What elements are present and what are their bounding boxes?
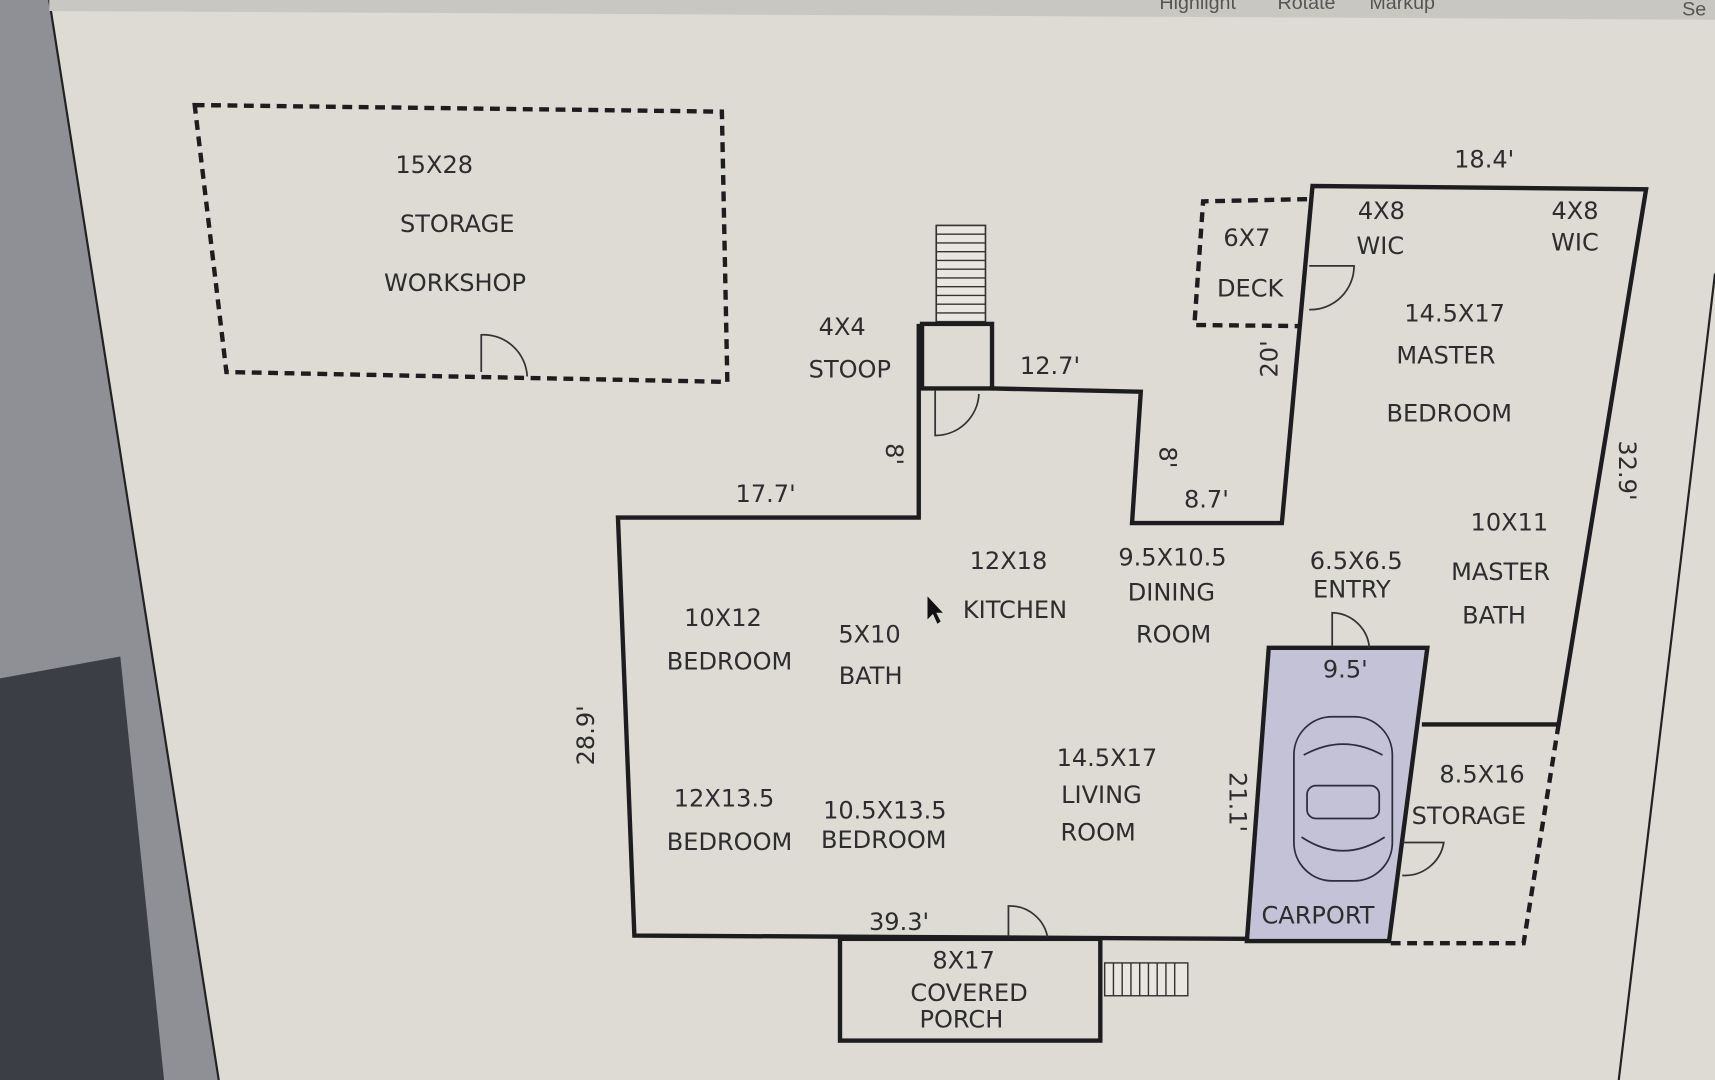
dim-18-4: 18.4' <box>1454 145 1514 173</box>
dim-17-7: 17.7' <box>736 480 796 508</box>
porch-outline <box>837 936 1103 1043</box>
stoop-size: 4X4 <box>819 313 866 341</box>
toolbar-rotate[interactable]: Rotate <box>1278 0 1336 14</box>
toolbar-highlight[interactable]: Highlight <box>1159 0 1236 14</box>
dining-name: DINING <box>1128 579 1215 607</box>
stoop-name: STOOP <box>809 356 891 384</box>
living-name2: ROOM <box>1060 818 1135 846</box>
mouse-cursor-icon <box>927 596 943 624</box>
page-edge-right <box>1617 273 1715 1080</box>
bedroom1-size: 10X12 <box>684 604 762 632</box>
kitchen-name: KITCHEN <box>963 596 1067 624</box>
carport-length: 21.1' <box>1223 772 1251 832</box>
deck-size: 6X7 <box>1223 224 1270 252</box>
porch-name: COVERED <box>910 979 1027 1007</box>
door-icon <box>934 390 980 437</box>
dim-20: 20' <box>1256 340 1284 377</box>
living-size: 14.5X17 <box>1057 744 1158 772</box>
bath-size: 5X10 <box>838 620 900 648</box>
dim-12-7: 12.7' <box>1020 352 1080 380</box>
dim-28-9: 28.9' <box>572 705 600 765</box>
carport-name: CARPORT <box>1261 902 1374 930</box>
master-bath-size: 10X11 <box>1471 509 1549 537</box>
page-edge-left <box>48 0 220 1080</box>
kitchen-size: 12X18 <box>970 547 1048 575</box>
living-name: LIVING <box>1061 781 1142 809</box>
carport-width: 9.5' <box>1323 655 1368 683</box>
entry-size: 6.5X6.5 <box>1310 547 1403 575</box>
master-bath-name2: BATH <box>1462 602 1526 630</box>
bedroom3-size: 10.5X13.5 <box>823 796 947 824</box>
car-icon <box>1293 715 1394 882</box>
workshop-outline <box>192 102 730 385</box>
deck-outline <box>1192 196 1308 329</box>
dim-8b: 8' <box>1153 446 1181 468</box>
workshop-name: STORAGE <box>400 210 514 238</box>
master-bedroom-name2: BEDROOM <box>1386 399 1512 427</box>
toolbar-markup[interactable]: Markup <box>1369 0 1435 14</box>
master-bedroom-size: 14.5X17 <box>1404 300 1505 328</box>
master-bath-name: MASTER <box>1451 558 1550 586</box>
storage-size: 8.5X16 <box>1439 760 1524 788</box>
dim-8a: 8' <box>880 443 908 465</box>
porch-size: 8X17 <box>932 946 994 974</box>
door-icon <box>480 333 529 377</box>
dining-name2: ROOM <box>1136 620 1211 648</box>
entry-name: ENTRY <box>1313 575 1391 603</box>
wic1-size: 4X8 <box>1358 197 1405 225</box>
door-icon <box>1402 841 1445 877</box>
bedroom2-size: 12X13.5 <box>674 784 775 812</box>
dim-32-9: 32.9' <box>1613 440 1641 500</box>
workshop-size: 15X28 <box>395 151 473 179</box>
bedroom2-name: BEDROOM <box>667 828 793 856</box>
porch-name2: PORCH <box>920 1005 1004 1033</box>
stoop-outline <box>919 321 995 391</box>
wic2-name: WIC <box>1551 229 1599 257</box>
desk-shadow <box>0 656 165 1080</box>
storage-outline <box>1389 724 1561 946</box>
workshop-name2: WORKSHOP <box>384 269 526 297</box>
storage-name: STORAGE <box>1412 802 1526 830</box>
toolbar-cut-item[interactable]: Se <box>1682 0 1706 20</box>
dim-8-7: 8.7' <box>1184 486 1229 514</box>
bath-name: BATH <box>839 662 903 690</box>
porch-stairs-icon <box>1103 962 1189 997</box>
bedroom1-name: BEDROOM <box>667 648 793 676</box>
house-wall-east <box>991 183 1649 727</box>
bedroom3-name: BEDROOM <box>821 826 947 854</box>
door-icon <box>1309 265 1355 311</box>
stairs-icon <box>935 224 987 323</box>
dining-size: 9.5X10.5 <box>1118 544 1226 572</box>
door-icon <box>1007 905 1049 939</box>
master-bedroom-name: MASTER <box>1396 341 1495 369</box>
dim-39-3: 39.3' <box>869 908 929 936</box>
door-icon <box>1331 611 1371 648</box>
toolbar <box>49 0 1715 20</box>
wic2-size: 4X8 <box>1551 197 1598 225</box>
wic1-name: WIC <box>1356 232 1404 260</box>
deck-name: DECK <box>1217 275 1284 303</box>
